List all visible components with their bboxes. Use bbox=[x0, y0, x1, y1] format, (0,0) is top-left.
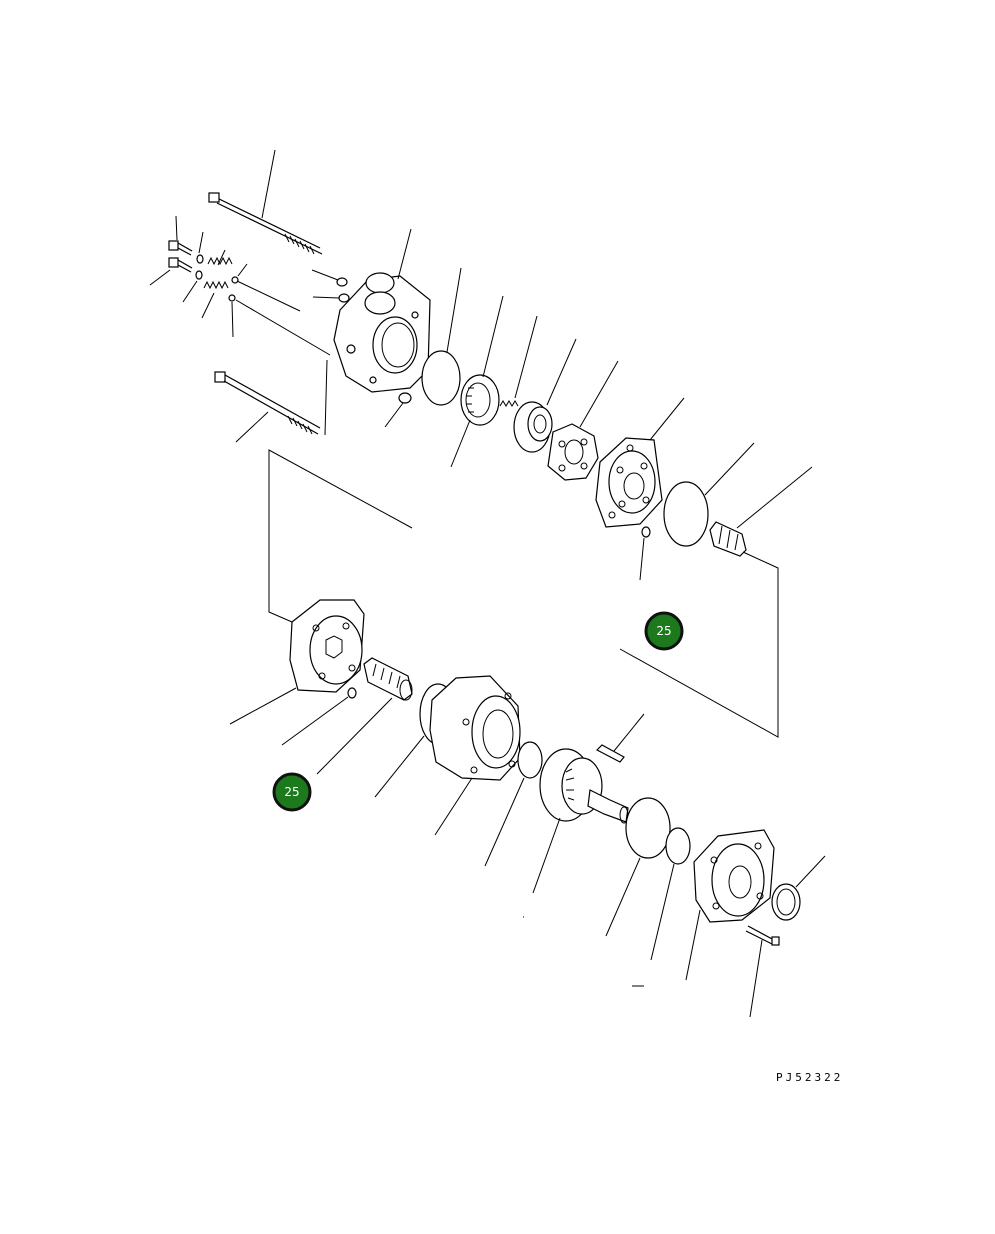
leader-line bbox=[482, 295, 504, 378]
leader-line bbox=[235, 411, 269, 443]
plug-2 bbox=[398, 392, 412, 404]
leader-line bbox=[231, 301, 234, 338]
ball-2 bbox=[228, 294, 236, 302]
callout-badge-1[interactable]: 25 bbox=[644, 611, 684, 651]
leader-line bbox=[182, 280, 198, 303]
drawing-code: PJ52322 bbox=[776, 1071, 844, 1084]
leader-line bbox=[546, 338, 577, 406]
pin-1 bbox=[641, 526, 651, 538]
washer-2 bbox=[195, 270, 203, 280]
long-tie-bolt-lower bbox=[214, 371, 321, 435]
leader-line bbox=[384, 402, 404, 428]
leader-line bbox=[198, 231, 204, 254]
o-ring-large-4 bbox=[625, 797, 671, 859]
small-bolt-2 bbox=[168, 257, 193, 273]
key bbox=[595, 744, 625, 763]
leader-line bbox=[749, 939, 763, 1018]
motor-housing bbox=[429, 675, 521, 781]
callout-badge-2[interactable]: 25 bbox=[272, 772, 312, 812]
flange-cover bbox=[693, 829, 775, 923]
assembly-line bbox=[235, 299, 331, 356]
leader-line bbox=[613, 713, 645, 752]
o-ring-large-1 bbox=[421, 350, 461, 406]
leader-line bbox=[201, 292, 215, 319]
end-plate-upper bbox=[595, 437, 663, 528]
leader-line bbox=[704, 442, 755, 496]
bearing bbox=[460, 374, 500, 426]
leader-line bbox=[736, 466, 813, 529]
plug-1 bbox=[311, 269, 348, 287]
assembly-line bbox=[236, 280, 301, 312]
small-bolt-1 bbox=[168, 240, 193, 256]
flange-bolt bbox=[745, 925, 780, 946]
spring-1 bbox=[207, 256, 233, 266]
leader-line bbox=[261, 149, 276, 219]
leader-line bbox=[175, 215, 178, 241]
leader-line bbox=[514, 315, 538, 399]
drive-coupling-upper bbox=[709, 521, 747, 557]
leader-line bbox=[795, 855, 826, 888]
leader-line bbox=[450, 419, 471, 468]
leader-line bbox=[446, 267, 462, 353]
leader-line bbox=[639, 537, 645, 581]
leader-line bbox=[229, 687, 297, 725]
leader-line bbox=[434, 777, 473, 836]
long-tie-bolt-upper bbox=[208, 192, 323, 255]
leader-line bbox=[149, 269, 171, 286]
leader-line bbox=[650, 863, 675, 961]
end-plate-lower bbox=[289, 599, 365, 693]
callout-label-1: 25 bbox=[656, 624, 671, 638]
snap-ring bbox=[517, 741, 543, 779]
leader-line bbox=[532, 817, 561, 894]
oil-seal bbox=[771, 883, 801, 921]
leader-line bbox=[281, 696, 349, 746]
leader-line bbox=[649, 397, 685, 441]
valve-housing bbox=[333, 272, 431, 393]
o-ring-large-2 bbox=[663, 481, 709, 547]
spring-2 bbox=[203, 280, 229, 290]
leader-line bbox=[217, 249, 226, 266]
assembly-line bbox=[619, 551, 779, 738]
assembly-line bbox=[268, 449, 413, 623]
spline-shaft bbox=[363, 657, 413, 701]
retaining-ring bbox=[665, 827, 691, 865]
washer-1 bbox=[196, 254, 204, 264]
ball-1 bbox=[231, 276, 239, 284]
leader-line bbox=[397, 228, 412, 280]
leader-line bbox=[579, 360, 619, 428]
callout-label-2: 25 bbox=[284, 785, 299, 799]
output-shaft bbox=[539, 748, 629, 824]
assembly-line bbox=[324, 359, 328, 436]
leader-line bbox=[374, 735, 425, 798]
pin-2 bbox=[347, 687, 357, 699]
leader-line bbox=[316, 697, 393, 775]
leader-line bbox=[685, 909, 701, 981]
leader-line bbox=[484, 777, 525, 867]
o-ring-small-1 bbox=[312, 293, 350, 303]
leader-line bbox=[237, 263, 248, 277]
coupling bbox=[547, 423, 599, 481]
rotor bbox=[513, 401, 553, 453]
spring-3 bbox=[499, 400, 519, 407]
leader-line bbox=[605, 857, 641, 937]
